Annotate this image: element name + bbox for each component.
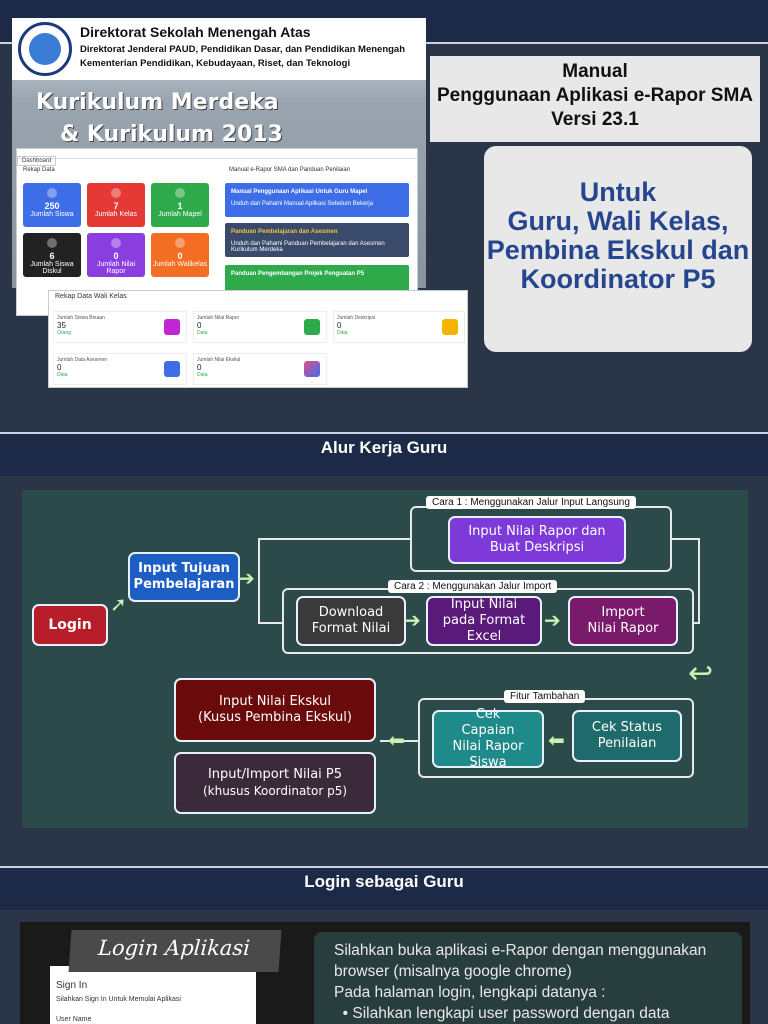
arrow-right-icon: ➔ bbox=[544, 608, 561, 632]
fitur-label: Fitur Tambahan bbox=[504, 690, 586, 703]
login-banner: Login Aplikasi bbox=[68, 930, 282, 972]
workflow-diagram: Cara 1 : Menggunakan Jalur Input Langsun… bbox=[22, 490, 748, 828]
user-name-label: User Name bbox=[56, 1016, 92, 1023]
kurikulum-line-2: & Kurikulum 2013 bbox=[60, 122, 283, 147]
input-nilai-rapor-node[interactable]: Input Nilai Rapor dan Buat Deskripsi bbox=[448, 516, 626, 564]
p5-line-2: (khusus Koordinator p5) bbox=[202, 784, 348, 798]
instruction-text-2: Pada halaman login, lengkapi datanya : bbox=[334, 984, 606, 1001]
import-nilai-node[interactable]: Import Nilai Rapor bbox=[568, 596, 678, 646]
rekap-title: Rekap Data bbox=[23, 167, 55, 173]
org-subtitle-2: Kementerian Pendidikan, Kebudayaan, Rise… bbox=[80, 58, 351, 69]
instruction-bullet-1: • Silahkan lengkapi user password dengan… bbox=[334, 1005, 670, 1022]
login-instructions: Silahkan buka aplikasi e-Rapor dengan me… bbox=[314, 932, 742, 1024]
input-excel-node[interactable]: Input Nilai pada Format Excel bbox=[426, 596, 542, 646]
banner-top bbox=[12, 18, 426, 80]
sign-in-heading: Sign In bbox=[56, 980, 88, 991]
card-manual-guru[interactable]: Manual Penggunaan Aplikasi Untuk Guru Ma… bbox=[225, 183, 409, 217]
input-ekskul-node[interactable]: Input Nilai Ekskul (Kusus Pembina Ekskul… bbox=[174, 678, 376, 742]
manual-title-line-1: Manual bbox=[562, 61, 628, 82]
org-subtitle-1: Direktorat Jenderal PAUD, Pendidikan Das… bbox=[80, 44, 406, 55]
input-p5-node[interactable]: Input/Import Nilai P5 (khusus Koordinato… bbox=[174, 752, 376, 814]
login-node[interactable]: Login bbox=[32, 604, 108, 646]
users-icon bbox=[164, 319, 180, 335]
section-band-alur: Alur Kerja Guru bbox=[0, 432, 768, 476]
login-panel: Sign In Silahkan Sign In Untuk Memulai A… bbox=[20, 922, 750, 1024]
audience-line-3: Pembina Ekskul dan bbox=[486, 235, 750, 265]
login-form-screenshot: Sign In Silahkan Sign In Untuk Memulai A… bbox=[50, 966, 256, 1024]
manual-title-box: Manual Penggunaan Aplikasi e-Rapor SMA V… bbox=[430, 56, 760, 142]
wali-title: Rekap Data Wali Kelas bbox=[55, 293, 127, 300]
sign-in-subtext: Silahkan Sign In Untuk Memulai Aplikasi bbox=[56, 996, 181, 1003]
manual-title: Manual e-Rapor SMA dan Panduan Penilaian bbox=[229, 167, 351, 173]
audience-line-1: Untuk bbox=[579, 177, 657, 207]
section-title-login: Login sebagai Guru bbox=[304, 872, 464, 891]
bookmark-icon bbox=[304, 361, 320, 377]
cara1-label: Cara 1 : Menggunakan Jalur Input Langsun… bbox=[426, 496, 636, 509]
arrow-right-icon: ➚ bbox=[110, 592, 127, 616]
tut-wuri-logo-icon bbox=[18, 22, 72, 76]
section-band-login: Login sebagai Guru bbox=[0, 866, 768, 910]
arrow-left-icon: ⬅ bbox=[388, 728, 405, 752]
audience-box: Untuk Guru, Wali Kelas, Pembina Ekskul d… bbox=[484, 146, 752, 352]
cek-status-node[interactable]: Cek Status Penilaian bbox=[572, 710, 682, 762]
manual-title-line-3: Versi 23.1 bbox=[551, 109, 639, 130]
audience-line-4: Koordinator P5 bbox=[520, 264, 716, 294]
wali-kelas-screenshot: Rekap Data Wali Kelas Jumlah Siswa Binaa… bbox=[48, 290, 468, 388]
arrow-right-icon: ➔ bbox=[238, 566, 255, 590]
arrow-left-icon: ⬅ bbox=[548, 728, 565, 752]
ekskul-line-1: Input Nilai Ekskul bbox=[219, 694, 331, 709]
org-title: Direktorat Sekolah Menengah Atas bbox=[80, 24, 311, 40]
document-icon bbox=[304, 319, 320, 335]
arrow-right-icon: ➔ bbox=[404, 608, 421, 632]
download-format-node[interactable]: Download Format Nilai bbox=[296, 596, 406, 646]
manual-title-line-2: Penggunaan Aplikasi e-Rapor SMA bbox=[436, 85, 753, 106]
calendar-icon bbox=[164, 361, 180, 377]
dashboard-tab[interactable]: Dashboard bbox=[17, 156, 57, 166]
p5-line-1: Input/Import Nilai P5 bbox=[207, 767, 343, 782]
cara2-label: Cara 2 : Menggunakan Jalur Import bbox=[388, 580, 558, 593]
curved-arrow-icon: ↩ bbox=[688, 656, 714, 691]
cek-capaian-node[interactable]: Cek Capaian Nilai Rapor Siswa bbox=[432, 707, 544, 770]
ekskul-line-2: (Kusus Pembina Ekskul) bbox=[198, 710, 352, 725]
instruction-text-1: Silahkan buka aplikasi e-Rapor dengan me… bbox=[334, 942, 707, 980]
kurikulum-line-1: Kurikulum Merdeka bbox=[36, 90, 279, 115]
section-title-alur: Alur Kerja Guru bbox=[320, 438, 448, 457]
input-tujuan-node[interactable]: Input Tujuan Pembelajaran bbox=[128, 552, 240, 602]
audience-line-2: Guru, Wali Kelas, bbox=[507, 206, 729, 236]
list-icon bbox=[442, 319, 458, 335]
